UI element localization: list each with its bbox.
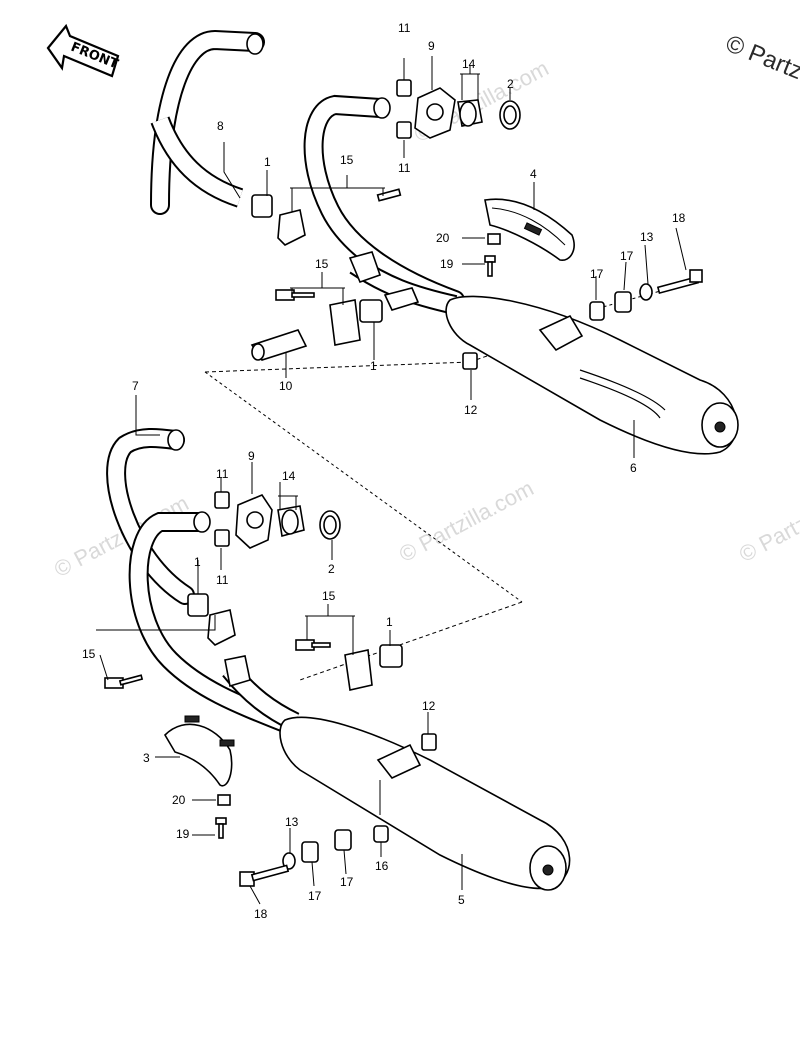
callout-16: 16 [375,859,389,873]
callout-2: 2 [328,562,335,576]
exhaust-pipe-8 [150,29,265,215]
callout-7: 7 [132,379,139,393]
callout-9: 9 [248,449,255,463]
callout-14: 14 [282,469,296,483]
callout-2: 2 [507,77,514,91]
callout-17: 17 [340,875,354,889]
callout-1: 1 [370,359,377,373]
callout-1: 1 [386,615,393,629]
callout-17: 17 [590,267,604,281]
callout-10: 10 [279,379,293,393]
callout-3: 3 [143,751,150,765]
callout-15: 15 [82,647,96,661]
leader-lines [96,56,687,905]
callout-11: 11 [216,467,229,481]
callout-15: 15 [340,153,354,167]
callout-11: 11 [398,161,411,175]
callout-8: 8 [217,119,224,133]
upper-small-parts [250,79,703,370]
muffler-6 [445,295,739,455]
callout-13: 13 [640,230,654,244]
callout-20: 20 [172,793,186,807]
callout-17: 17 [620,249,634,263]
callout-11: 11 [398,21,411,35]
callout-15: 15 [315,257,329,271]
callout-9: 9 [428,39,435,53]
callout-11: 11 [216,573,229,587]
callout-19: 19 [176,827,190,841]
callout-12: 12 [464,403,478,417]
callout-labels: 11 9 14 2 8 11 1 15 4 18 20 13 17 15 19 … [82,21,686,921]
callout-15: 15 [322,589,336,603]
callout-17: 17 [308,889,322,903]
lower-small-parts [104,491,437,887]
callout-4: 4 [530,167,537,181]
callout-12: 12 [422,699,436,713]
callout-14: 14 [462,57,476,71]
heat-guard-3 [163,715,235,787]
callout-1: 1 [264,155,271,169]
callout-18: 18 [672,211,686,225]
muffler-5 [279,716,571,891]
callout-20: 20 [436,231,450,245]
exhaust-pipe-7 [106,428,195,605]
callout-18: 18 [254,907,268,921]
front-arrow-icon: FRONT [46,23,120,78]
callout-19: 19 [440,257,454,271]
callout-13: 13 [285,815,299,829]
heat-guard-4 [484,198,575,261]
callout-6: 6 [630,461,637,475]
callout-1: 1 [194,555,201,569]
callout-5: 5 [458,893,465,907]
